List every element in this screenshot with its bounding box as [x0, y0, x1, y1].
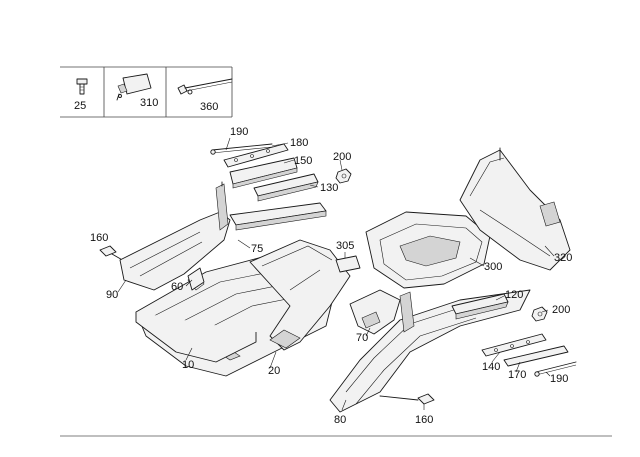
callout-70: 70	[356, 332, 368, 344]
callout-170: 170	[508, 369, 526, 381]
callout-160-left: 160	[90, 232, 108, 244]
callout-160-right: 160	[415, 414, 433, 426]
part-60-bracket	[187, 267, 205, 291]
sealant-tube-icon	[116, 73, 152, 101]
callout-180: 180	[290, 137, 308, 149]
part-170-bracket	[503, 345, 569, 367]
part-140-bracket	[481, 333, 547, 357]
callout-320: 320	[554, 252, 572, 264]
callout-300: 300	[484, 261, 502, 273]
legend-box	[60, 66, 233, 118]
part-160-clip-right	[379, 393, 435, 405]
part-20-tunnel	[249, 239, 351, 351]
part-80-side-member	[329, 289, 531, 413]
part-130-rail	[229, 173, 327, 231]
callout-75: 75	[251, 243, 263, 255]
callout-120: 120	[505, 289, 523, 301]
part-320-rear-panel	[459, 147, 571, 271]
legend-number-25: 25	[74, 100, 86, 112]
part-70-bracket	[349, 289, 401, 335]
part-190-rod-right	[534, 361, 577, 377]
part-150-bracket	[229, 157, 298, 189]
part-200-nut-right	[531, 306, 548, 322]
callout-80: 80	[334, 414, 346, 426]
bolt-icon	[76, 78, 88, 95]
callout-190-top: 190	[230, 126, 248, 138]
callout-10: 10	[182, 359, 194, 371]
legend-number-310: 310	[140, 97, 158, 109]
callout-150: 150	[294, 155, 312, 167]
callout-130: 130	[320, 182, 338, 194]
callout-90: 90	[106, 289, 118, 301]
callout-190-right: 190	[550, 373, 568, 385]
callout-20: 20	[268, 365, 280, 377]
part-305-pad	[335, 255, 361, 273]
part-90-side-member	[119, 181, 231, 291]
part-120-rail	[451, 293, 509, 320]
part-200-nut	[335, 168, 352, 184]
callout-60: 60	[171, 281, 183, 293]
part-180-bracket	[223, 143, 289, 168]
callout-305: 305	[336, 240, 354, 252]
legend-number-360: 360	[200, 101, 218, 113]
long-bolt-icon	[177, 78, 233, 95]
part-190-rod	[210, 143, 273, 155]
part-300-spare-wheel-well	[365, 211, 491, 289]
callout-200-right: 200	[552, 304, 570, 316]
leader-lines	[117, 137, 555, 411]
callout-140: 140	[482, 361, 500, 373]
callout-200-top: 200	[333, 151, 351, 163]
